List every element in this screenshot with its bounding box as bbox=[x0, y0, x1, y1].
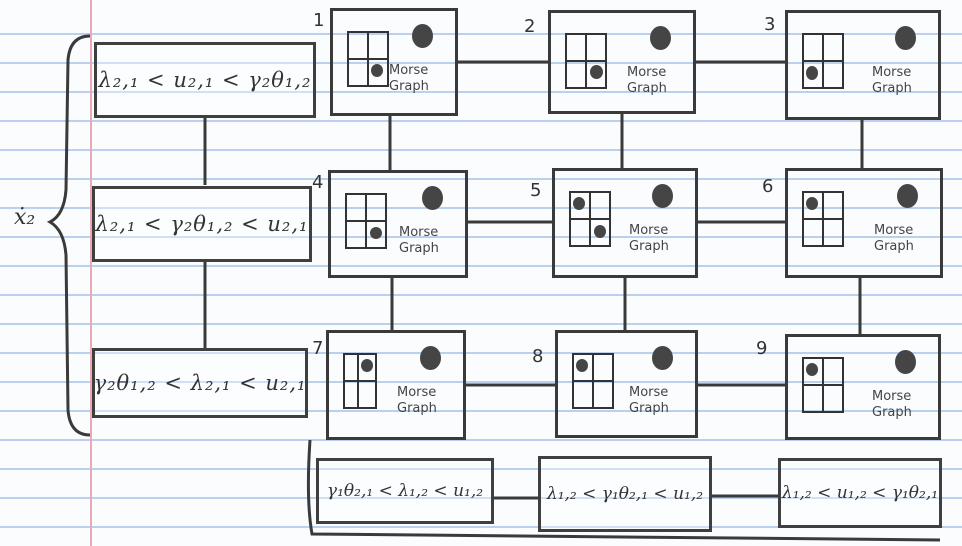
morse-node-dot bbox=[650, 26, 671, 50]
morse-node-dot bbox=[412, 24, 433, 48]
cell-number-8: 8 bbox=[532, 346, 543, 367]
fixed-point-dot bbox=[806, 197, 818, 210]
cell-number-9: 9 bbox=[756, 338, 767, 359]
fixed-point-dot bbox=[361, 359, 373, 372]
row-condition-1: λ₂,₁ < u₂,₁ < γ₂θ₁,₂ bbox=[94, 42, 316, 118]
row-condition-3: γ₂θ₁,₂ < λ₂,₁ < u₂,₁ bbox=[92, 348, 308, 418]
morse-node-dot bbox=[652, 346, 673, 370]
morse-node-dot bbox=[652, 184, 673, 208]
fixed-point-dot bbox=[590, 65, 603, 79]
fixed-point-dot bbox=[371, 64, 383, 77]
cell-number-3: 3 bbox=[764, 14, 775, 35]
phase-grid bbox=[802, 191, 844, 247]
phase-grid bbox=[343, 353, 377, 409]
morse-node-dot bbox=[897, 184, 918, 208]
morse-node-dot bbox=[895, 26, 916, 50]
row-condition-2: λ₂,₁ < γ₂θ₁,₂ < u₂,₁ bbox=[92, 186, 312, 262]
cell-number-1: 1 bbox=[313, 10, 324, 31]
left-brace bbox=[50, 36, 90, 435]
phase-grid bbox=[345, 193, 387, 249]
morse-node-dot bbox=[895, 350, 916, 374]
cell-number-4: 4 bbox=[312, 172, 323, 193]
fixed-point-dot bbox=[806, 66, 818, 80]
fixed-point-dot bbox=[594, 225, 606, 238]
phase-grid bbox=[802, 33, 844, 89]
column-condition-1: γ₁θ₂,₁ < λ₁,₂ < u₁,₂ bbox=[316, 458, 494, 524]
morse-node-dot bbox=[422, 186, 443, 210]
cell-number-2: 2 bbox=[524, 16, 535, 37]
fixed-point-dot bbox=[370, 227, 382, 239]
morse-node-dot bbox=[420, 346, 441, 370]
variable-label: ẋ₂ bbox=[14, 205, 35, 230]
phase-grid bbox=[572, 353, 614, 409]
phase-grid bbox=[347, 31, 389, 87]
cell-number-5: 5 bbox=[530, 180, 541, 201]
fixed-point-dot bbox=[573, 197, 585, 210]
phase-grid bbox=[569, 191, 611, 247]
fixed-point-dot bbox=[576, 359, 588, 372]
phase-grid bbox=[802, 357, 844, 413]
phase-grid bbox=[565, 33, 607, 89]
column-condition-2: λ₁,₂ < γ₁θ₂,₁ < u₁,₂ bbox=[538, 456, 712, 532]
cell-number-6: 6 bbox=[762, 176, 773, 197]
fixed-point-dot bbox=[806, 363, 818, 376]
cell-number-7: 7 bbox=[312, 338, 323, 359]
column-condition-3: λ₁,₂ < u₁,₂ < γ₁θ₂,₁ bbox=[778, 458, 942, 528]
